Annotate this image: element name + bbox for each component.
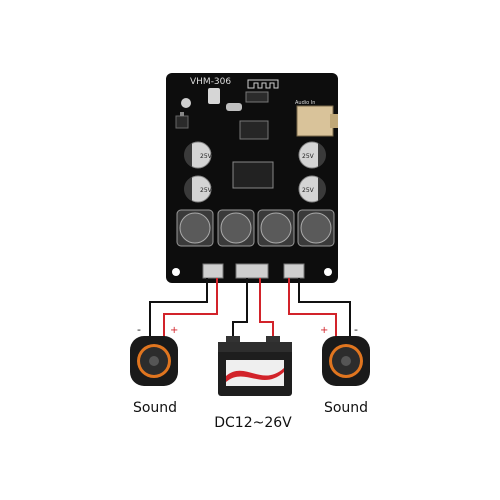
wires bbox=[149, 278, 351, 340]
battery bbox=[218, 336, 292, 396]
amp-ic bbox=[232, 161, 274, 189]
jack-socket bbox=[330, 114, 338, 128]
wire-left-neg bbox=[149, 278, 208, 340]
wire-left-pos bbox=[163, 278, 218, 340]
antenna-trace bbox=[247, 79, 279, 89]
battery-swoosh bbox=[226, 368, 284, 382]
wire-batt-neg bbox=[232, 278, 248, 340]
wire-batt-pos bbox=[259, 278, 274, 340]
capacitor: 25V bbox=[298, 141, 327, 169]
cap-label: 25V bbox=[200, 153, 213, 160]
mount-hole bbox=[324, 268, 332, 276]
reg-pin bbox=[180, 112, 184, 116]
audio-jack bbox=[296, 105, 334, 137]
inductor bbox=[257, 209, 295, 247]
terminal-right bbox=[283, 263, 305, 279]
capacitor: 25V bbox=[184, 141, 213, 169]
crystal bbox=[226, 103, 242, 111]
cap-small bbox=[208, 88, 220, 104]
component bbox=[181, 98, 191, 108]
polarity-label: - bbox=[354, 323, 358, 336]
bt-module-ic bbox=[239, 120, 269, 140]
terminal-power bbox=[235, 263, 269, 279]
jack-label: Audio In bbox=[295, 100, 315, 106]
regulator bbox=[175, 115, 189, 129]
polarity-label: + bbox=[320, 325, 328, 336]
battery-terminal-pos bbox=[266, 336, 280, 344]
speaker-cap bbox=[341, 356, 351, 366]
wire-right-neg bbox=[298, 278, 351, 340]
ic-chip bbox=[245, 91, 269, 103]
cap-label: 25V bbox=[200, 187, 213, 194]
amplifier-board: VHM-306 Audio In 25V 25V 2 bbox=[166, 73, 338, 283]
polarity-label: + bbox=[170, 325, 178, 336]
wire-right-pos bbox=[288, 278, 337, 340]
speaker-label-right: Sound bbox=[324, 400, 368, 416]
board-model: VHM-306 bbox=[190, 77, 231, 87]
terminal-left bbox=[202, 263, 224, 279]
mount-hole bbox=[172, 268, 180, 276]
battery-lid bbox=[218, 342, 292, 352]
polarity-label: - bbox=[137, 323, 141, 336]
battery-label: DC12~26V bbox=[214, 415, 292, 431]
inductor bbox=[176, 209, 214, 247]
capacitor: 25V bbox=[184, 175, 213, 203]
inductor bbox=[217, 209, 255, 247]
speaker-left bbox=[130, 336, 178, 386]
speaker-right bbox=[322, 336, 370, 386]
cap-label: 25V bbox=[302, 187, 315, 194]
speaker-cap bbox=[149, 356, 159, 366]
speaker-label-left: Sound bbox=[133, 400, 177, 416]
inductor bbox=[297, 209, 335, 247]
cap-label: 25V bbox=[302, 153, 315, 160]
battery-terminal-neg bbox=[226, 336, 240, 344]
capacitor: 25V bbox=[298, 175, 327, 203]
